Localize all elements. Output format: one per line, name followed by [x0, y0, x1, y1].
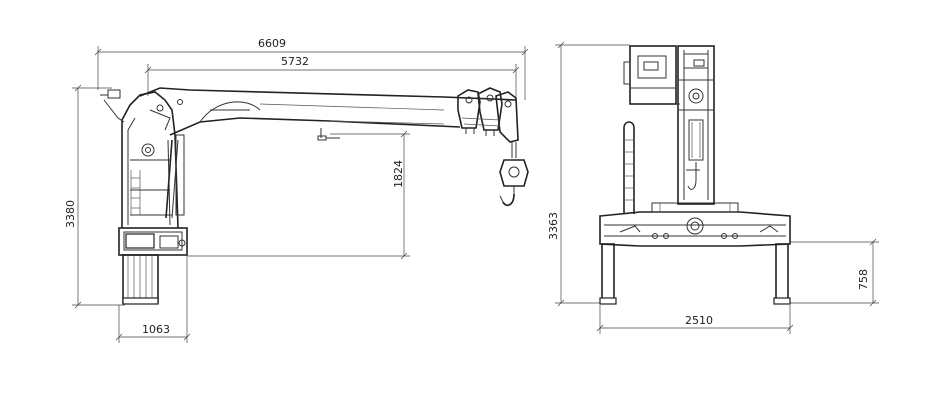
dim-overall-length: 6609	[94, 37, 529, 100]
dim-rear-total-height: 3363	[547, 41, 630, 307]
dim-boom-length-label: 5732	[281, 55, 309, 68]
rear-ladder	[623, 121, 635, 214]
dim-base-width: 1063	[115, 255, 191, 343]
dim-base-width-label: 1063	[142, 323, 170, 336]
dim-total-height-label: 3380	[64, 200, 77, 228]
dim-outrigger-span-label: 2510	[685, 314, 713, 327]
dim-boom-length: 5732	[144, 55, 520, 100]
rear-column	[677, 45, 715, 205]
dim-overall-length-label: 6609	[258, 37, 286, 50]
dim-rear-total-height-label: 3363	[547, 212, 560, 240]
rear-view: 3363 2510 758	[547, 41, 879, 334]
crane-base	[118, 227, 188, 305]
outrigger-beam	[599, 202, 791, 247]
control-box	[623, 45, 680, 105]
crane-column	[100, 89, 185, 229]
dim-boom-height-label: 1824	[392, 160, 405, 188]
dim-leg-height-label: 758	[857, 269, 870, 290]
outrigger-legs	[599, 243, 791, 305]
side-view: 6609 5732 3380 1063	[64, 37, 529, 343]
hook-block	[499, 142, 529, 207]
dim-outrigger-span: 2510	[596, 305, 794, 334]
dim-leg-height: 758	[790, 238, 879, 307]
dim-total-height: 3380	[64, 84, 125, 309]
dim-boom-height: 1824	[188, 130, 410, 260]
crane-boom	[139, 87, 519, 143]
